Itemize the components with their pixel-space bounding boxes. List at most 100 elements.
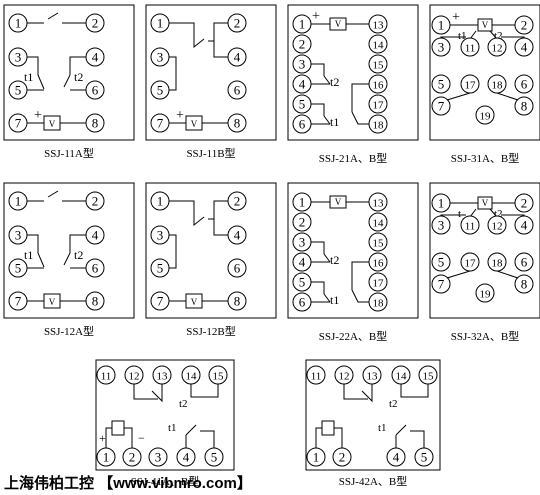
label-t1: t1 [24,70,33,84]
terminal-label: 1 [299,17,306,32]
terminal-18 [368,114,388,134]
terminal-19 [475,283,495,303]
terminal-7 [431,96,451,116]
label-t1: t1 [378,422,387,434]
terminal-label: 4 [521,218,528,233]
terminal-label: 2 [299,215,306,230]
terminal-label: 4 [521,40,528,55]
terminal-label: 17 [465,80,477,92]
coil-box [477,196,493,210]
terminal-7 [150,291,170,311]
terminal-11 [460,37,480,57]
company-url: 【www.vibmro.com】 [98,475,252,492]
coil-box [477,18,493,32]
terminal-label: 14 [373,218,385,230]
terminal-label: 6 [521,255,528,270]
terminal-4 [85,225,105,245]
terminal-2 [292,34,312,54]
terminal-5 [292,94,312,114]
terminal-label: 2 [521,196,528,211]
terminal-3 [292,54,312,74]
wire [63,74,71,88]
terminal-6 [85,258,105,278]
coil-label: V [49,119,56,129]
terminal-label: 6 [299,295,306,310]
terminal-4 [227,225,247,245]
terminal-6 [292,114,312,134]
terminal-label: 18 [373,120,385,132]
label-t2: t2 [494,30,503,42]
terminal-7 [150,113,170,133]
label-plus: + [176,108,184,123]
terminal-label: 13 [373,198,385,210]
terminal-1 [150,191,170,211]
wire [37,252,45,268]
terminal-label: 3 [15,228,22,243]
terminal-label: 4 [234,50,241,65]
wire [323,75,331,85]
terminal-label: 6 [92,83,99,98]
terminal-1 [292,192,312,212]
terminal-label: 5 [157,83,164,98]
terminal-label: 1 [103,450,110,465]
terminal-8 [514,274,534,294]
terminal-label: 17 [373,100,385,112]
coil-label: V [191,119,198,129]
terminal-label: 19 [480,111,492,123]
terminal-label: 2 [339,450,346,465]
terminal-17 [368,272,388,292]
terminal-label: 5 [438,77,445,92]
terminal-label: 17 [373,278,385,290]
terminal-8 [227,291,247,311]
terminal-label: 2 [299,37,306,52]
coil-box [43,293,61,309]
wire [446,92,471,101]
terminal-label: 11 [101,371,112,383]
wire [69,56,86,75]
diagram-caption: SSJ-41A、B型 [131,474,199,488]
terminal-label: 12 [492,221,503,233]
wire [395,424,407,436]
terminal-label: 3 [15,50,22,65]
terminal-8 [227,113,247,133]
wire [351,261,369,290]
wire [213,41,228,58]
terminal-label: 8 [521,99,528,114]
terminal-label: 6 [92,261,99,276]
terminal-label: 17 [465,258,477,270]
label-t1: t1 [168,422,177,434]
wire [351,83,369,112]
terminal-label: 5 [15,261,22,276]
terminal-label: 1 [157,16,164,31]
relay-coil [111,420,125,436]
diagram-caption: SSJ-32A、B型 [451,329,519,343]
terminal-label: 13 [157,371,169,383]
terminal-label: 7 [438,277,445,292]
terminal-label: 6 [234,261,241,276]
terminal-label: 2 [521,18,528,33]
terminal-label: 7 [15,294,22,309]
terminal-label: 4 [92,50,99,65]
terminal-label: 2 [129,450,136,465]
wire [124,427,133,448]
terminal-11 [460,215,480,235]
terminal-4 [85,47,105,67]
terminal-6 [227,258,247,278]
terminal-label: 13 [373,20,385,32]
wire [47,190,59,198]
terminal-label: 12 [339,371,350,383]
terminal-label: 8 [92,294,99,309]
label-plus: + [452,10,460,25]
terminal-label: 3 [157,50,164,65]
terminal-2 [227,13,247,33]
wire [343,384,368,400]
wire [311,63,325,76]
terminal-label: 12 [129,371,140,383]
label-t1: t1 [330,115,339,129]
diagram-caption: SSJ-22A、B型 [319,329,387,343]
terminal-6 [227,80,247,100]
